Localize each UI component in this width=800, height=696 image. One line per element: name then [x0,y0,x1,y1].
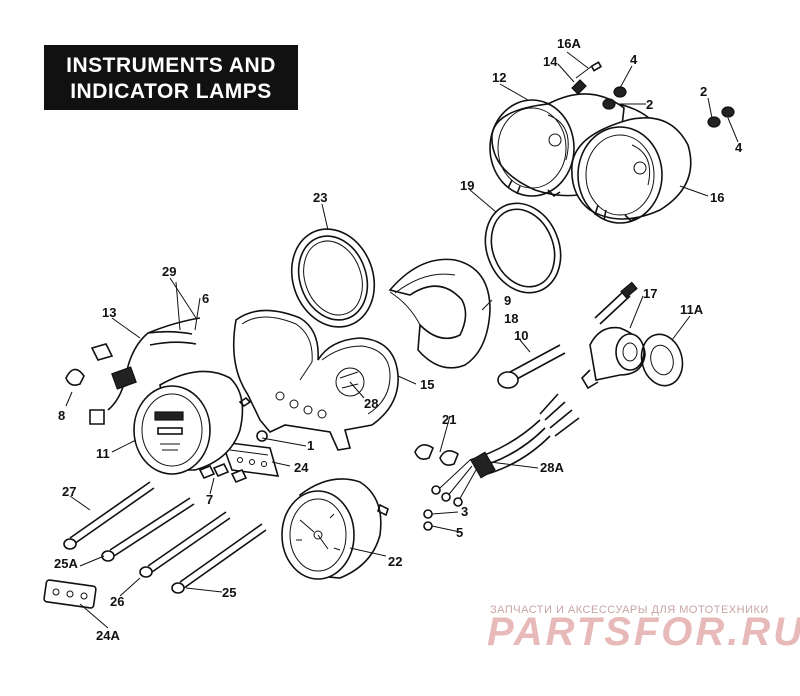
part-24a-plate [43,579,97,609]
callout-18: 18 [504,311,518,326]
part-17-drive-unit [580,281,646,390]
part-11-speedometer [133,370,252,475]
leader-lines [65,51,739,629]
callout-5: 5 [456,525,463,540]
callout-11a: 11A [680,302,704,317]
part-19-ring [484,202,562,294]
part-13-harness [65,317,201,425]
part-11a-gasket [640,333,684,387]
callout-2-a: 2 [646,97,653,112]
callout-14: 14 [543,54,558,69]
callout-10: 10 [514,328,528,343]
callout-29: 29 [162,264,176,279]
callout-27: 27 [62,484,76,499]
callout-1: 1 [307,438,314,453]
part-15-bracket [232,309,399,451]
callout-3: 3 [461,504,468,519]
callout-4-b: 4 [735,140,743,155]
diagram-title-line1: INSTRUMENTS AND [66,54,276,77]
lamp-leads [63,462,267,594]
callout-19: 19 [460,178,474,193]
watermark-caption: ЗАПЧАСТИ И АКСЕССУАРЫ ДЛЯ МОТОТЕХНИКИ [490,604,769,616]
callout-15: 15 [420,377,434,392]
callout-9: 9 [504,293,511,308]
callout-28: 28 [364,396,378,411]
hardware-14-16a-2-4 [571,61,735,128]
part-9-18-visor [388,258,491,369]
callout-25: 25 [222,585,236,600]
callout-16a: 16A [557,36,581,51]
callout-23: 23 [313,190,327,205]
diagram-title-line2: INDICATOR LAMPS [70,80,272,103]
callout-24: 24 [294,460,309,475]
callout-labels: 16A 14 4 2 12 2 4 16 19 23 17 11A 29 6 1… [54,36,743,643]
part-22-gauge [281,478,389,580]
callout-24a: 24A [96,628,120,643]
part-16-cup [571,116,692,224]
callout-22: 22 [388,554,402,569]
callout-25a: 25A [54,556,78,571]
callout-7: 7 [206,492,213,507]
diagram-title-box: INSTRUMENTS AND INDICATOR LAMPS [44,45,298,110]
part-10-cable [497,344,566,389]
callout-4-a: 4 [630,52,638,67]
callout-6: 6 [202,291,209,306]
callout-26: 26 [110,594,124,609]
callout-28a: 28A [540,460,564,475]
callout-12: 12 [492,70,506,85]
callout-16: 16 [710,190,724,205]
callout-13: 13 [102,305,116,320]
part-23-ring [290,228,376,328]
callout-17: 17 [643,286,657,301]
callout-21: 21 [442,412,456,427]
callout-8: 8 [58,408,65,423]
watermark-brand: PARTSFOR.RU [487,610,800,654]
callout-2-b: 2 [700,84,707,99]
callout-11: 11 [96,446,110,461]
part-28a-harness [414,393,580,531]
